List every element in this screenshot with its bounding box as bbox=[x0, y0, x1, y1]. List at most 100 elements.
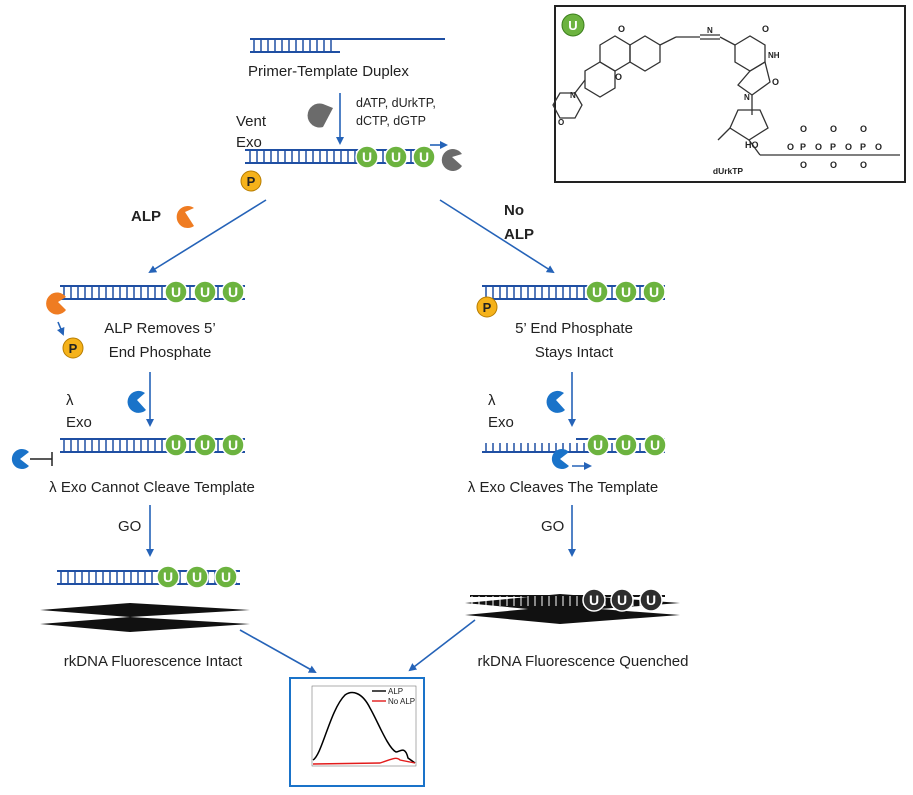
label-cannot-cleave: λ Exo Cannot Cleave Template bbox=[49, 479, 255, 496]
svg-text:N: N bbox=[744, 93, 750, 102]
svg-text:O: O bbox=[830, 124, 837, 134]
urk-nucleotide-label: U bbox=[221, 569, 231, 585]
svg-text:O: O bbox=[845, 142, 852, 152]
primer-template-duplex bbox=[250, 38, 445, 53]
svg-text:O: O bbox=[830, 160, 837, 170]
urk-nucleotide-label: U bbox=[200, 437, 210, 453]
svg-text:O: O bbox=[800, 160, 807, 170]
urk-nucleotide-icon bbox=[639, 588, 663, 612]
urk-nucleotide-icon bbox=[412, 145, 436, 169]
urk-nucleotide-icon bbox=[642, 280, 666, 304]
urk-nucleotide-label: U bbox=[646, 592, 656, 608]
label-alp: ALP bbox=[131, 208, 161, 225]
urk-nucleotide-label: U bbox=[593, 437, 603, 453]
urk-nucleotide-icon bbox=[193, 280, 217, 304]
label-lambda-right: λ bbox=[488, 392, 496, 409]
label-lambda-left: λ bbox=[66, 392, 74, 409]
svg-text:P: P bbox=[247, 174, 256, 189]
urk-nucleotide-icon bbox=[185, 565, 209, 589]
urk-nucleotide-label: U bbox=[171, 437, 181, 453]
urk-nucleotide-icon bbox=[355, 145, 379, 169]
svg-text:N: N bbox=[570, 91, 576, 100]
label-cleaves: λ Exo Cleaves The Template bbox=[467, 479, 659, 496]
legend-no-alp: No ALP bbox=[388, 697, 415, 706]
urk-nucleotide-icon bbox=[164, 433, 188, 457]
duplex-alp-left bbox=[60, 285, 245, 300]
urk-nucleotide-label: U bbox=[228, 284, 238, 300]
svg-text:O: O bbox=[762, 24, 769, 34]
urk-nucleotide-icon bbox=[614, 280, 638, 304]
urk-nucleotide-label: U bbox=[419, 149, 429, 165]
urk-nucleotide-label: U bbox=[649, 284, 659, 300]
svg-text:O: O bbox=[618, 24, 625, 34]
label-duplex: Primer-Template Duplex bbox=[248, 63, 409, 80]
duplex-lambda-left bbox=[30, 438, 245, 466]
label-reagents-2: dCTP, dGTP bbox=[356, 114, 426, 128]
label-reagents-1: dATP, dUrkTP, bbox=[356, 96, 436, 110]
urk-nucleotide-label: U bbox=[192, 569, 202, 585]
urk-nucleotide-label: U bbox=[362, 149, 372, 165]
urk-nucleotide-icon bbox=[156, 565, 180, 589]
urk-nucleotide-label: U bbox=[171, 284, 181, 300]
label-quenched: rkDNA Fluorescence Quenched bbox=[477, 653, 689, 670]
urk-nucleotide-label: U bbox=[621, 284, 631, 300]
urk-nucleotide-icon bbox=[585, 280, 609, 304]
alp-pacman-icon bbox=[46, 206, 194, 315]
svg-text:O: O bbox=[860, 124, 867, 134]
spectrum-plot-icon: ALP No ALP bbox=[289, 677, 425, 787]
urk-nucleotide-label: U bbox=[228, 437, 238, 453]
svg-text:NH: NH bbox=[768, 51, 780, 60]
urk-nucleotide-icon bbox=[614, 433, 638, 457]
urk-nucleotide-label: U bbox=[163, 569, 173, 585]
svg-text:P: P bbox=[860, 142, 866, 152]
label-go-right: GO bbox=[541, 518, 565, 535]
urk-nucleotide-icon bbox=[610, 588, 634, 612]
svg-text:P: P bbox=[69, 341, 78, 356]
urk-nucleotide-icon bbox=[164, 280, 188, 304]
svg-text:U: U bbox=[568, 18, 577, 33]
legend-alp: ALP bbox=[388, 687, 403, 696]
svg-text:O: O bbox=[772, 77, 779, 87]
urk-nucleotide-label: U bbox=[650, 437, 660, 453]
structure-name: dUrkTP bbox=[713, 166, 744, 176]
urk-nucleotide-icon bbox=[221, 280, 245, 304]
label-exo-right: Exo bbox=[488, 414, 514, 431]
svg-text:P: P bbox=[830, 142, 836, 152]
urk-nucleotide-label: U bbox=[621, 437, 631, 453]
urk-nucleotide-icon bbox=[582, 588, 606, 612]
urk-nucleotide-icon bbox=[214, 565, 238, 589]
svg-text:O: O bbox=[815, 142, 822, 152]
label-alp-removes-2: End Phosphate bbox=[108, 344, 212, 361]
label-alp-removes-1: ALP Removes 5’ bbox=[104, 320, 216, 337]
svg-text:O: O bbox=[800, 124, 807, 134]
label-vent: Vent bbox=[236, 113, 267, 130]
phosphate-circle-icon: P P P bbox=[62, 170, 498, 359]
svg-text:O: O bbox=[615, 72, 622, 82]
svg-text:P: P bbox=[483, 300, 492, 315]
label-vent-exo: Exo bbox=[236, 134, 262, 151]
durktp-structure-icon bbox=[552, 34, 900, 156]
label-no: No bbox=[504, 202, 524, 219]
urk-nucleotide-icon bbox=[384, 145, 408, 169]
label-stays-2: Stays Intact bbox=[534, 344, 614, 361]
label-exo-left: Exo bbox=[66, 414, 92, 431]
svg-text:O: O bbox=[558, 118, 564, 127]
vent-exo-pacman-icon bbox=[307, 103, 462, 172]
urk-nucleotide-icon bbox=[586, 433, 610, 457]
svg-text:O: O bbox=[860, 160, 867, 170]
urk-nucleotide-icon bbox=[193, 433, 217, 457]
svg-text:P: P bbox=[800, 142, 806, 152]
svg-text:O: O bbox=[875, 142, 882, 152]
label-go-left: GO bbox=[118, 518, 142, 535]
urk-nucleotide-label: U bbox=[391, 149, 401, 165]
urk-nucleotide-label: U bbox=[589, 592, 599, 608]
svg-text:O: O bbox=[787, 142, 794, 152]
urk-nucleotide-label: U bbox=[200, 284, 210, 300]
urk-nucleotide-icon bbox=[643, 433, 667, 457]
urk-nucleotide-label: U bbox=[617, 592, 627, 608]
label-intact: rkDNA Fluorescence Intact bbox=[63, 653, 243, 670]
duplex-go-left bbox=[57, 570, 240, 585]
